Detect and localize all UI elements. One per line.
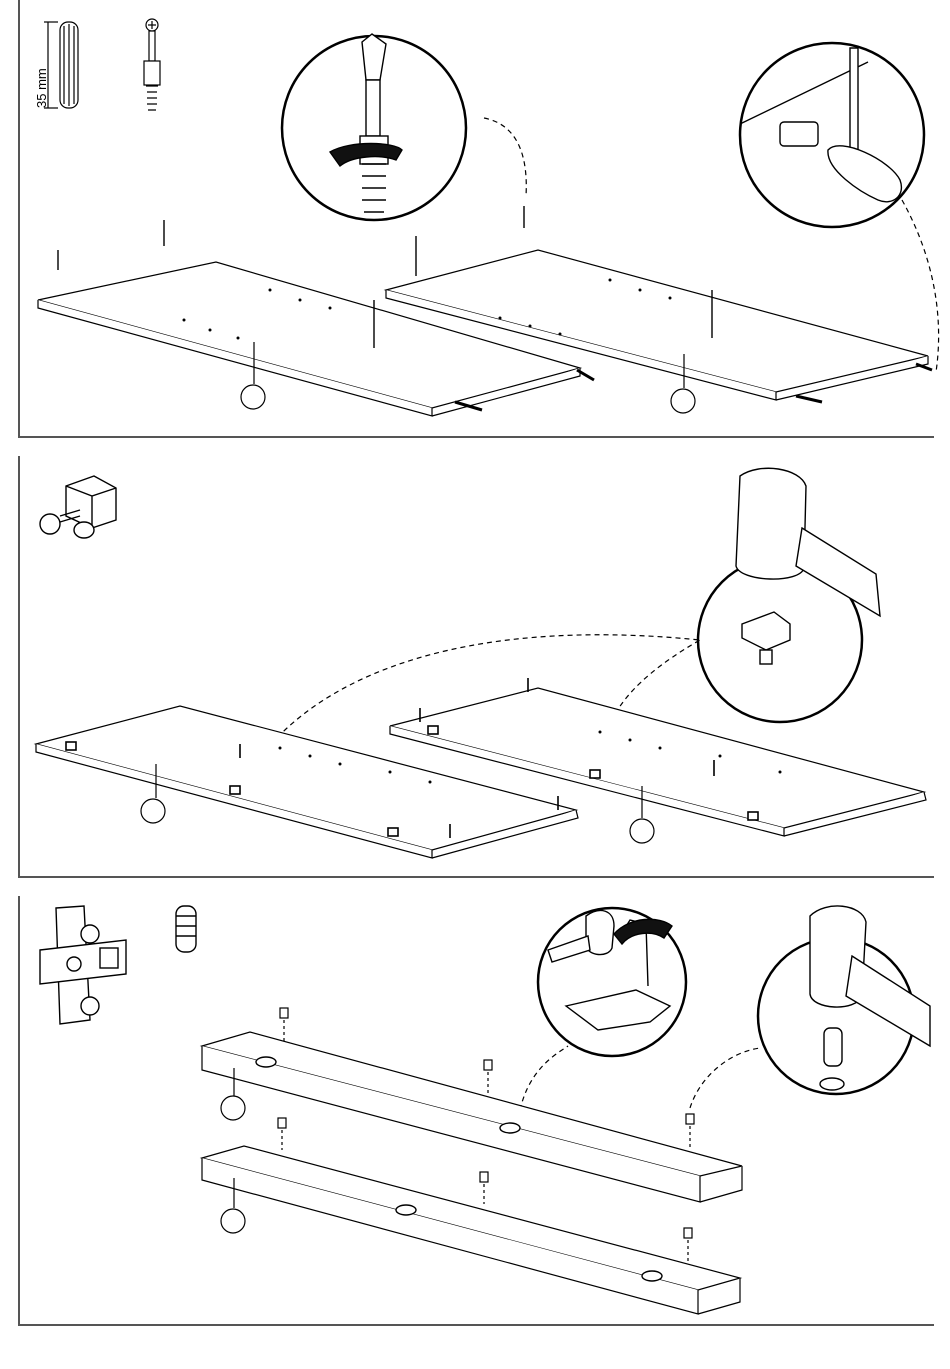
wooden-dowel-icon	[60, 22, 78, 108]
panel-1-drawing	[0, 0, 950, 440]
step-panel-1: 35 mm	[0, 0, 950, 440]
step-panel-3	[0, 896, 950, 1328]
plastic-dowel-insert-icon	[176, 906, 196, 952]
cam-bolt-icon	[144, 19, 160, 110]
panel-2-drawing	[0, 456, 950, 880]
cam-lock-connector-icon	[40, 476, 116, 538]
leader-line-2	[902, 200, 939, 372]
step-panel-2	[0, 456, 950, 880]
hinge-mounting-plate-icon	[40, 906, 126, 1024]
leader-line-6	[690, 1048, 760, 1108]
leader-line-5	[520, 1046, 568, 1110]
dowel-detail-circle	[740, 43, 924, 227]
leader-line-1	[484, 118, 526, 196]
panel-3-drawing	[0, 896, 950, 1328]
